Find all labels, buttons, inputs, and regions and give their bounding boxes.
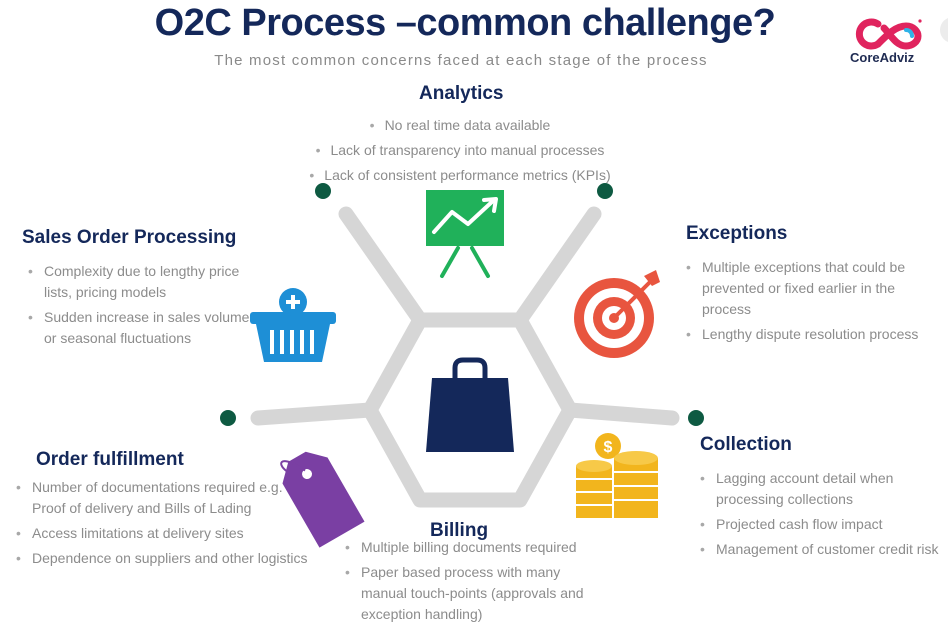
collection-bullets: Lagging account detail when processing c… [700, 468, 948, 564]
presentation-chart-icon [426, 190, 504, 278]
page-subtitle: The most common concerns faced at each s… [214, 52, 708, 69]
shopping-bag-icon [426, 357, 514, 452]
billing-bullet: Paper based process with many manual tou… [345, 562, 595, 625]
connector-dot-right [688, 410, 704, 426]
exceptions-bullet: Lengthy dispute resolution process [686, 324, 936, 345]
sales-bullets: Complexity due to lengthy price lists, p… [28, 261, 256, 353]
fulfillment-heading: Order fulfillment [36, 449, 184, 470]
connector-dot-analytics-right [597, 183, 613, 199]
collection-bullet: Projected cash flow impact [700, 514, 948, 535]
logo-text: CoreAdviz [850, 50, 915, 65]
sales-bullet: Complexity due to lengthy price lists, p… [28, 261, 256, 303]
coreadviz-logo-icon [855, 18, 922, 50]
billing-bullet: Multiple billing documents required [345, 537, 595, 558]
fulfillment-bullet: Number of documentations required e.g. P… [16, 477, 316, 519]
analytics-bullet: Lack of transparency into manual process… [280, 140, 640, 161]
fulfillment-bullet: Dependence on suppliers and other logist… [16, 548, 316, 569]
connector-dot-left [220, 410, 236, 426]
collection-heading: Collection [700, 434, 792, 455]
shopping-basket-icon [250, 288, 336, 362]
exceptions-heading: Exceptions [686, 223, 788, 244]
billing-heading: Billing [430, 520, 489, 541]
fulfillment-bullet: Access limitations at delivery sites [16, 523, 316, 544]
target-icon [574, 270, 660, 358]
analytics-bullet: Lack of consistent performance metrics (… [280, 165, 640, 186]
collection-bullet: Management of customer credit risk [700, 539, 948, 560]
sales-heading: Sales Order Processing [22, 227, 237, 248]
edge-decoration [940, 17, 948, 43]
coins-icon: $ [576, 433, 658, 518]
connector-dot-analytics-left [315, 183, 331, 199]
sales-bullet: Sudden increase in sales volume or seaso… [28, 307, 256, 349]
analytics-bullet: No real time data available [280, 115, 640, 136]
collection-bullet: Lagging account detail when processing c… [700, 468, 948, 510]
billing-bullets: Multiple billing documents required Pape… [345, 537, 595, 629]
fulfillment-bullets: Number of documentations required e.g. P… [16, 477, 316, 573]
analytics-heading: Analytics [419, 83, 504, 104]
coreadviz-logo: CoreAdviz [848, 16, 926, 68]
svg-text:$: $ [604, 439, 613, 456]
exceptions-bullet: Multiple exceptions that could be preven… [686, 257, 936, 320]
exceptions-bullets: Multiple exceptions that could be preven… [686, 257, 936, 349]
analytics-bullets: No real time data available Lack of tran… [280, 115, 640, 190]
page-title: O2C Process –common challenge? [154, 2, 776, 44]
